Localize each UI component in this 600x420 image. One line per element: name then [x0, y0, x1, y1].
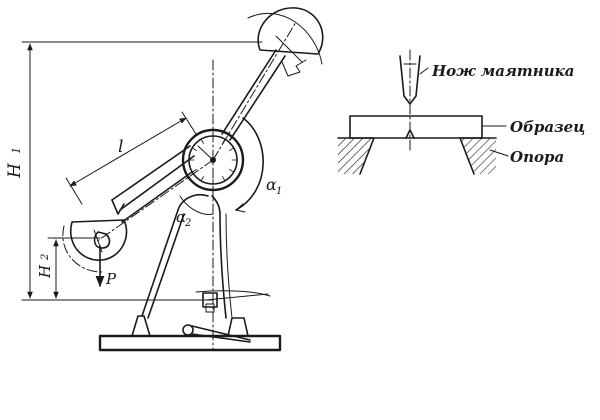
alpha1-arc-arrow: [235, 203, 246, 213]
label-alpha1-sub: 1: [276, 186, 282, 197]
label-alpha2-main: α: [176, 208, 186, 226]
height-reference-lines: [21, 41, 269, 301]
pendulum-raised: [212, 7, 324, 161]
label-alpha1: α 1: [266, 175, 282, 197]
base-arc: [195, 290, 271, 297]
label-h1-main: H: [5, 162, 25, 179]
label-alpha2-sub: 2: [184, 218, 191, 229]
label-knife: Нож маятника: [431, 62, 575, 80]
label-specimen: Образец: [510, 118, 585, 136]
detail-knife: [399, 49, 429, 151]
label-h1-sub: 1: [10, 147, 23, 154]
label-h2-sub: 2: [40, 254, 51, 261]
label-h2: H 2: [36, 254, 54, 279]
detail-specimen: [349, 115, 507, 139]
machine-frame: [141, 194, 233, 319]
label-length: l: [118, 137, 123, 157]
label-alpha1-main: α: [266, 175, 277, 194]
label-h2-main: H: [36, 264, 54, 279]
alpha1-arc: [235, 117, 264, 211]
detail-support: [337, 137, 509, 175]
anvil-block: [202, 292, 218, 313]
label-force: P: [105, 270, 117, 288]
machine-base: [98, 315, 282, 352]
pendulum-lowered: [62, 111, 214, 273]
label-alpha2: α 2: [176, 208, 191, 229]
alpha2-arc: [179, 195, 214, 215]
label-support: Опора: [510, 148, 564, 166]
label-h1: H 1: [5, 147, 25, 179]
